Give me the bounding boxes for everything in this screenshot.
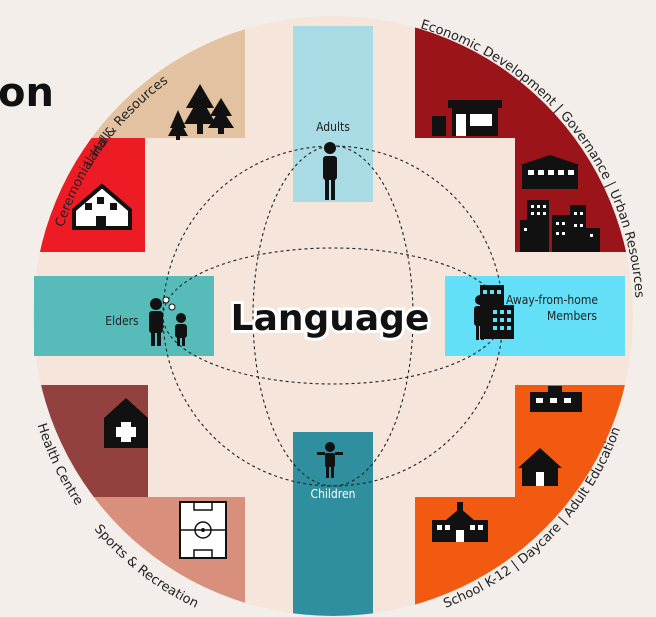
trees-icon [168,84,234,140]
ceremonial-hall-icon [72,183,132,230]
hub-away-members [445,276,625,356]
business-icon [432,100,502,136]
elders-icon [149,296,187,346]
center-title: Language [231,298,430,339]
children-label: Children [311,487,356,501]
child-icon [317,442,343,478]
main-disc [33,16,633,616]
page-heading-fragment: on [0,70,54,116]
adults-label: Adults [316,120,350,134]
sports-field-icon [179,501,227,559]
health-centre-icon [104,398,148,448]
adult-person-icon [323,142,337,200]
center-title-halo: Language [231,298,430,339]
daycare-house-icon [518,448,562,486]
portable-building-icon [530,386,582,412]
away-label-line2: Members [547,309,597,323]
city-buildings-icon [520,200,600,252]
elders-label: Elders [105,314,139,328]
away-members-icon [474,285,514,340]
school-icon [432,502,488,542]
government-building-icon [520,155,580,189]
away-label-line1: Away-from-home [506,293,598,307]
